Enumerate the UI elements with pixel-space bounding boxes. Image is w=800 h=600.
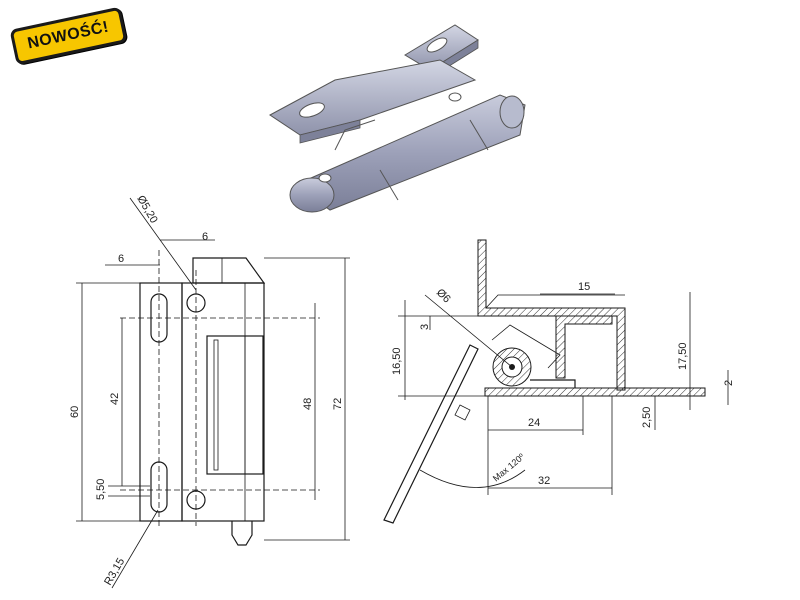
side-section-view xyxy=(383,239,729,524)
dim-thickness: 2 xyxy=(723,380,735,386)
dim-max-angle: Max 120º xyxy=(491,451,527,483)
dim-hole-spacing: 48 xyxy=(302,398,314,410)
dim-mid-span: 24 xyxy=(528,417,540,429)
dim-slot-spacing: 42 xyxy=(109,393,121,405)
dim-left-height: 16,50 xyxy=(391,347,403,375)
hinge-3d-render xyxy=(269,24,526,213)
dim-left-offset: 6 xyxy=(118,253,124,265)
dim-right-height: 17,50 xyxy=(677,342,689,370)
dim-bottom-offset: 2,50 xyxy=(641,407,653,428)
dim-slot-radius: R3,15 xyxy=(102,556,127,587)
dim-side-hole-diameter: Ø6 xyxy=(434,287,453,306)
dim-total-height: 60 xyxy=(69,406,81,418)
dim-top-width: 6 xyxy=(202,231,208,243)
dim-overall-height: 72 xyxy=(332,398,344,410)
dim-bottom-span: 32 xyxy=(538,475,550,487)
dim-offset-small: 3 xyxy=(419,324,431,330)
front-view xyxy=(76,197,350,589)
dim-top-span: 15 xyxy=(578,281,590,293)
dim-slot-offset: 5,50 xyxy=(95,479,107,500)
